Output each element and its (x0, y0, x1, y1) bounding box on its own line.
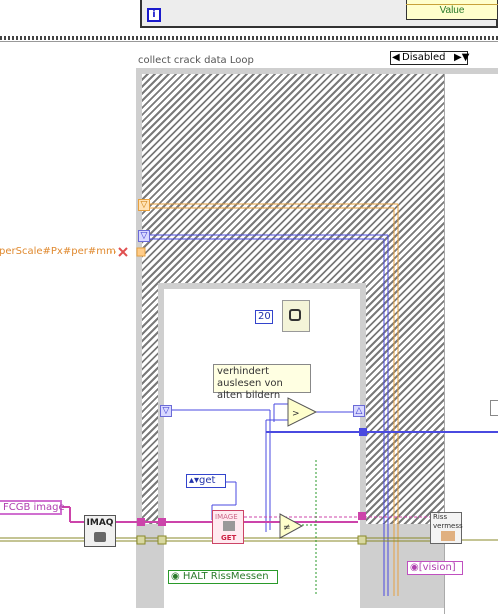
shift-register-orange-left[interactable]: ▽ (138, 199, 150, 211)
wire-layer: > ≠ (0, 203, 498, 596)
loop-tunnel-scale[interactable] (136, 247, 146, 257)
pink-wire[interactable] (62, 506, 430, 523)
free-label-comment[interactable]: verhindert auslesen von alten bildern (213, 364, 311, 401)
inner-shift-register-right[interactable]: △ (353, 405, 365, 417)
halt-rissmessen-local[interactable]: ◉ HALT RissMessen (168, 570, 278, 584)
boolean-wire[interactable] (302, 460, 318, 596)
loop-tunnel-error[interactable] (136, 535, 146, 545)
riss-glyph (441, 531, 455, 541)
get-image-glyph (223, 521, 235, 531)
imaq-snap-icon[interactable]: IMAQ (84, 515, 116, 547)
ring-arrows-icon: ▴▾ (189, 475, 200, 486)
get-image-icon[interactable]: IMAGE GET (212, 510, 244, 544)
loop-title: collect crack data Loop (138, 55, 254, 66)
inner-shift-register-left[interactable]: ▽ (160, 405, 172, 417)
error-wire[interactable] (0, 537, 498, 542)
inner-tunnel-out[interactable] (358, 512, 366, 520)
broken-wire-icon[interactable] (118, 247, 128, 257)
halt-rissmessen-label: HALT RissMessen (182, 571, 269, 582)
scale-wire-label: perScale#Px#per#mm (0, 246, 116, 257)
shift-register-blue-left[interactable]: ▽ (138, 230, 150, 242)
value-indicator-label: Value (439, 5, 465, 16)
window-splitter[interactable] (0, 36, 498, 40)
imaq-label: IMAQ (86, 518, 114, 528)
riss-vermessen-icon[interactable]: Riss vermess (430, 512, 463, 544)
blue-wire[interactable] (150, 234, 498, 596)
clipped-indicator-terminal[interactable] (490, 400, 498, 416)
inner-tunnel-bool-out[interactable] (359, 428, 367, 436)
wait-ms-icon[interactable] (282, 300, 310, 332)
orange-wire[interactable] (110, 203, 399, 596)
get-ring-constant[interactable]: ▴▾get (186, 474, 226, 488)
case-selector-value: Disabled (402, 52, 446, 63)
case-prev-arrow-icon[interactable]: ◀ (392, 52, 400, 63)
fcgb-image-terminal[interactable]: FCGB image (0, 500, 65, 515)
get-ring-value: get (199, 475, 216, 486)
svg-text:≠: ≠ (283, 523, 291, 533)
greater-than-icon[interactable]: > (287, 397, 318, 427)
inner-tunnel-error-out[interactable] (357, 535, 367, 545)
value-divider (406, 4, 498, 5)
loop-tunnel-image[interactable] (137, 518, 145, 526)
get-image-bottom-label: GET (221, 534, 237, 542)
inner-loop-area (164, 289, 360, 609)
splitter-line (0, 41, 498, 42)
imaq-snap-glyph (94, 532, 106, 542)
get-image-top-label: IMAGE (215, 513, 238, 521)
info-icon[interactable]: i (147, 8, 161, 22)
wait-ms-constant[interactable]: 20 (255, 310, 273, 324)
inner-tunnel-image[interactable] (158, 518, 166, 526)
vermess-label: vermess (433, 522, 463, 530)
not-equal-icon[interactable]: ≠ (279, 513, 304, 539)
vision-local-icon: ◉ (410, 562, 419, 573)
halt-icon: ◉ (171, 571, 180, 582)
riss-label: Riss (433, 513, 448, 521)
inner-tunnel-error[interactable] (157, 535, 167, 545)
vision-local-variable[interactable]: ◉[vision] (407, 561, 463, 575)
vision-label: vision (422, 562, 452, 573)
case-selector[interactable]: ◀ Disabled ▶▼ (390, 51, 470, 65)
svg-text:>: > (292, 409, 300, 419)
case-next-arrow-icon[interactable]: ▶▼ (454, 52, 470, 63)
